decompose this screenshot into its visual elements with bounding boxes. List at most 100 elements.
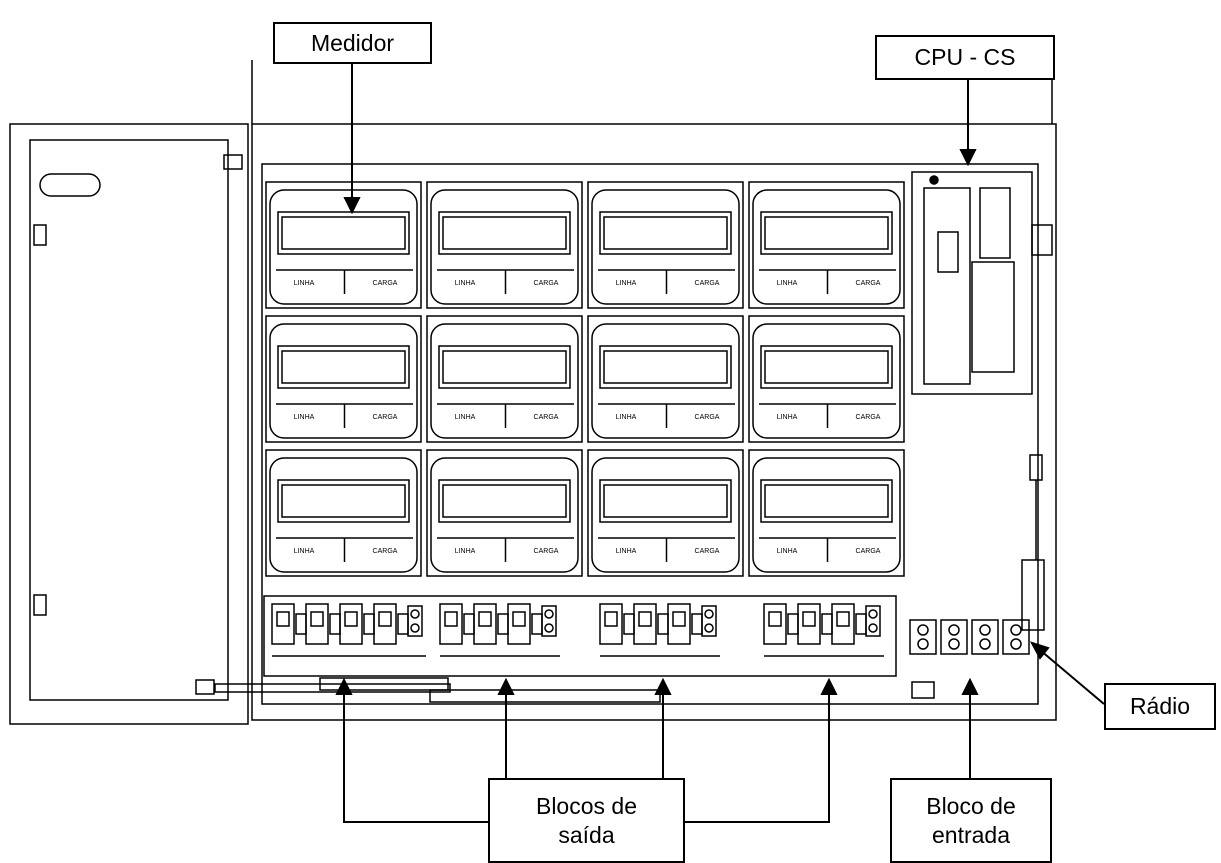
breaker-lever [378,611,392,627]
side-bracket [1031,224,1053,256]
meter-display [760,211,893,255]
radio-module [1021,559,1045,631]
breaker-lever [802,611,816,627]
meter-body [591,323,740,439]
terminal-screw [544,623,554,633]
meter-load-button: CARGA [695,414,720,421]
input-screw [948,638,960,650]
mounting-plate [261,163,1039,705]
meter-line-button: LINHA [616,280,637,287]
meter-body [591,189,740,305]
breaker-contact [363,613,375,635]
meter-grid: LINHA CARGA LINHA CARGA LINHA CARGA LINHA CARGA… [265,181,905,577]
output-leader-left [343,690,488,823]
meter-frame [748,449,905,577]
meter-load-button: CARGA [373,414,398,421]
terminal-screw [704,609,714,619]
door-rod [214,683,451,693]
meter-line-button: LINHA [455,280,476,287]
meter-display-inner [603,484,728,518]
breaker-lever [444,611,458,627]
breaker-contact [821,613,833,635]
meter-frame [587,181,744,309]
terminal [701,605,717,637]
breaker [373,603,397,645]
meter-display-inner [603,350,728,384]
door-latch-top [33,224,47,246]
cabinet-body [251,123,1057,721]
meter-1-2: LINHA CARGA [426,181,583,309]
terminal-screw [868,609,878,619]
bottom-cover-right [429,689,661,703]
meter-callout: Medidor [273,22,432,64]
radio-leader [1039,649,1105,705]
output-arrowhead-2 [497,677,515,695]
breaker-contact [623,613,635,635]
cpu-callout: CPU - CS [875,35,1055,80]
meter-display [438,211,571,255]
meter-body [269,323,418,439]
meter-load-button: CARGA [534,414,559,421]
meter-body [430,189,579,305]
meter-body [752,457,901,573]
terminal-screw [704,623,714,633]
input-screw [917,624,929,636]
meter-load-button: CARGA [856,548,881,555]
cabinet-drawing [9,60,1057,725]
input-block-callout: Bloco de entrada [890,778,1052,863]
breaker-contact [657,613,669,635]
cpu-module [911,171,1033,395]
door-latch-bottom [33,594,47,616]
meter-frame [265,315,422,443]
cabinet-door [9,123,249,725]
input-block [909,619,1030,699]
terminal-screw [868,623,878,633]
meter-display-inner [764,484,889,518]
meter-load-button: CARGA [695,548,720,555]
input-terminal [1002,619,1030,655]
breaker [473,603,497,645]
meter-frame [426,315,583,443]
breaker-contact [329,613,341,635]
breaker [271,603,295,645]
meter-frame [265,181,422,309]
meter-display [760,479,893,523]
meter-line-button: LINHA [455,414,476,421]
meter-load-button: CARGA [695,280,720,287]
breaker-contact [397,613,409,635]
meter-display-inner [281,216,406,250]
meter-load-button: CARGA [534,280,559,287]
meter-1-3: LINHA CARGA [587,181,744,309]
breaker-lever [836,611,850,627]
door-hinge-top [223,154,243,170]
meter-2-4: LINHA CARGA [748,315,905,443]
breaker [763,603,787,645]
meter-display-inner [442,484,567,518]
input-screw [979,624,991,636]
meter-line-button: LINHA [777,548,798,555]
terminal [541,605,557,637]
output-block-3 [599,603,720,657]
breaker-lever [478,611,492,627]
meter-display-inner [442,350,567,384]
breaker-lever [276,611,290,627]
meter-load-button: CARGA [856,414,881,421]
door-handle [39,173,101,197]
terminal-screw [410,623,420,633]
breaker-lever [344,611,358,627]
meter-line-button: LINHA [294,280,315,287]
meter-line-button: LINHA [777,414,798,421]
breaker [633,603,657,645]
terminal [407,605,423,637]
door-hinge-bottom [195,679,215,695]
breaker-lever [310,611,324,627]
meter-line-button: LINHA [294,548,315,555]
output-block-1 [271,603,426,657]
breaker-contact [855,613,867,635]
